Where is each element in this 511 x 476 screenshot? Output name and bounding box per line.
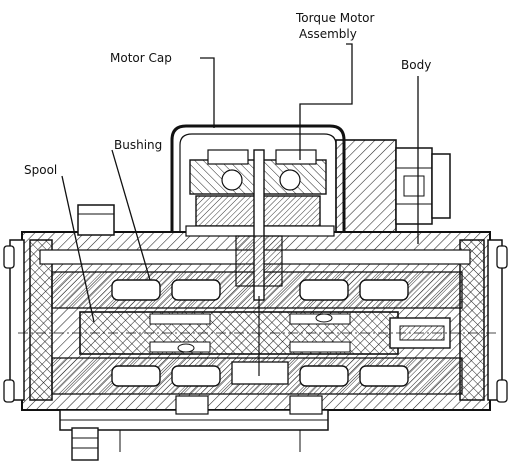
label-bushing: Bushing bbox=[114, 138, 162, 152]
torque-motor-assembly bbox=[185, 149, 335, 376]
mounting-plate bbox=[59, 409, 329, 461]
spool bbox=[18, 311, 498, 355]
motor-cap-housing bbox=[170, 124, 451, 233]
label-motor-cap: Motor Cap bbox=[110, 51, 172, 65]
leader-lines bbox=[61, 43, 419, 323]
lower-passage bbox=[51, 357, 463, 415]
label-torque-motor-line1: Torque Motor bbox=[295, 11, 375, 25]
label-spool: Spool bbox=[24, 163, 57, 177]
label-torque-motor-line2: Assembly bbox=[299, 27, 357, 41]
label-body: Body bbox=[401, 58, 431, 72]
